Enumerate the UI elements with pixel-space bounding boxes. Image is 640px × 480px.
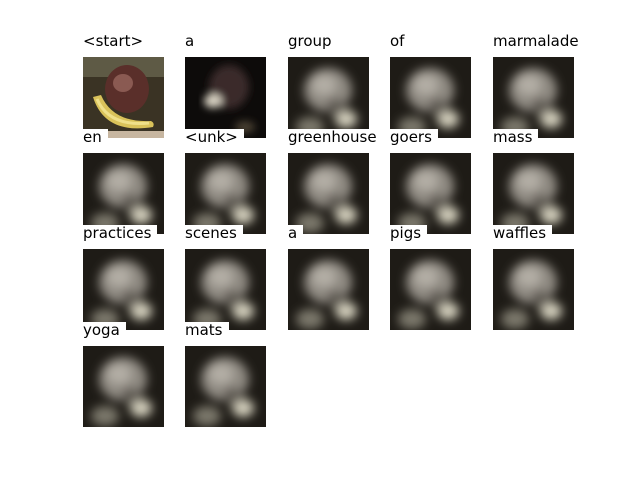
word-label: mass bbox=[493, 129, 539, 146]
attention-map-image bbox=[288, 57, 369, 138]
word-label: yoga bbox=[83, 322, 126, 339]
word-label: a bbox=[288, 225, 304, 242]
attention-map-image bbox=[83, 153, 164, 234]
attention-map-image bbox=[493, 153, 574, 234]
word-label: marmalade bbox=[493, 33, 585, 50]
word-label: en bbox=[83, 129, 108, 146]
word-label: <start> bbox=[83, 33, 150, 50]
attention-map-image bbox=[185, 249, 266, 330]
word-label: of bbox=[390, 33, 411, 50]
attention-map-image bbox=[288, 249, 369, 330]
word-label: group bbox=[288, 33, 338, 50]
word-label: mats bbox=[185, 322, 229, 339]
attention-map-image bbox=[288, 153, 369, 234]
word-label: practices bbox=[83, 225, 158, 242]
word-label: <unk> bbox=[185, 129, 244, 146]
word-label: scenes bbox=[185, 225, 243, 242]
attention-map-image bbox=[390, 249, 471, 330]
attention-map-image bbox=[185, 57, 266, 138]
word-label: a bbox=[185, 33, 201, 50]
word-label: pigs bbox=[390, 225, 428, 242]
word-label: goers bbox=[390, 129, 438, 146]
attention-map-image bbox=[185, 153, 266, 234]
attention-map-image bbox=[83, 346, 164, 427]
attention-map-image bbox=[493, 249, 574, 330]
attention-map-image bbox=[185, 346, 266, 427]
attention-map-image bbox=[83, 57, 164, 138]
attention-map-image bbox=[83, 249, 164, 330]
attention-map-image bbox=[390, 153, 471, 234]
attention-map-image bbox=[493, 57, 574, 138]
word-label: greenhouse bbox=[288, 129, 383, 146]
attention-map-image bbox=[390, 57, 471, 138]
word-label: waffles bbox=[493, 225, 553, 242]
